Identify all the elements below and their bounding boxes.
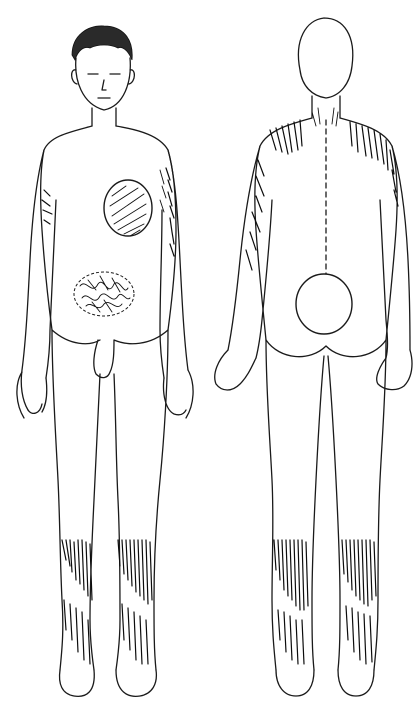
front-chest-lesion [104, 180, 152, 236]
front-neck [92, 108, 116, 126]
front-groin [52, 330, 168, 378]
front-leg-right [114, 330, 168, 670]
back-foot-right [338, 670, 374, 696]
back-arm-right [380, 146, 410, 358]
back-leg-right [328, 340, 386, 670]
back-view-figure [215, 18, 412, 696]
front-foot-left [60, 670, 95, 696]
back-hand-left [215, 350, 256, 390]
back-leg-left [266, 340, 324, 670]
front-hand-right [163, 370, 193, 418]
back-foot-left [276, 670, 314, 696]
front-hair [72, 26, 132, 60]
front-view-figure [17, 26, 193, 696]
back-buttocks [266, 340, 386, 357]
front-abdomen-lesion [74, 272, 134, 316]
back-head [298, 18, 352, 98]
front-arm-left [21, 150, 56, 410]
front-nose [102, 80, 106, 90]
front-foot-right [116, 670, 156, 696]
back-lower-leg-hatching [274, 540, 376, 664]
back-arm-left [228, 146, 272, 358]
back-hand-right [377, 350, 412, 390]
back-neck [312, 96, 340, 118]
back-lower-lesion [296, 274, 352, 334]
front-lower-leg-hatching [62, 540, 152, 664]
